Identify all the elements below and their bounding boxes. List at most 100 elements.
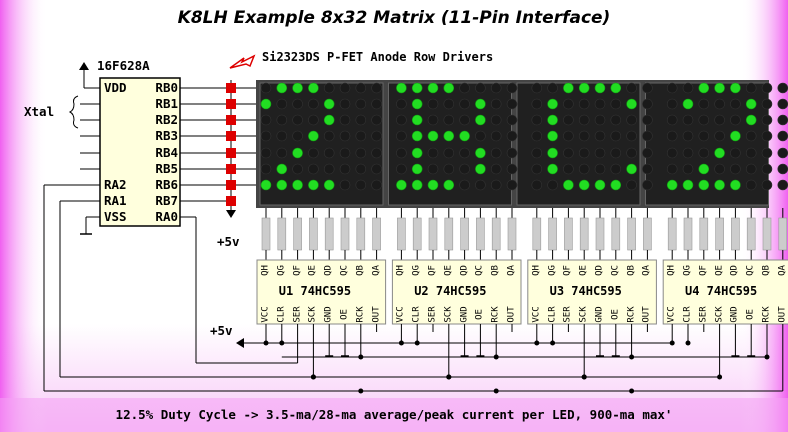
led-off bbox=[714, 130, 725, 142]
led-off bbox=[610, 147, 622, 159]
pic-pin-rb7: RB7 bbox=[155, 193, 178, 208]
junction bbox=[493, 388, 499, 394]
row-driver-fet bbox=[226, 196, 236, 206]
led-off bbox=[292, 130, 303, 142]
column-resistor bbox=[428, 217, 438, 251]
sr-pin-label: SER bbox=[427, 306, 438, 323]
led-off bbox=[642, 179, 653, 191]
sr-pin-label: QG bbox=[682, 265, 693, 276]
footer-note: 12.5% Duty Cycle -> 3.5-ma/28-ma average… bbox=[115, 407, 673, 422]
sr-pin-label: QD bbox=[729, 265, 740, 276]
row-driver-fet bbox=[226, 99, 236, 109]
led-off bbox=[730, 147, 741, 159]
column-resistor bbox=[412, 217, 422, 251]
sr-pin-label: QB bbox=[761, 265, 772, 276]
sr-pin-label: SCK bbox=[443, 306, 454, 323]
led-off bbox=[745, 130, 757, 142]
sr-pin-label: QG bbox=[547, 265, 558, 276]
led-on bbox=[682, 98, 694, 110]
led-off bbox=[563, 163, 574, 175]
led-off bbox=[682, 130, 694, 142]
led-off bbox=[506, 98, 518, 110]
led-off bbox=[761, 114, 773, 126]
led-off bbox=[642, 82, 653, 94]
led-off bbox=[292, 163, 303, 175]
sr-pin-label: RCK bbox=[761, 306, 772, 323]
led-off bbox=[355, 163, 367, 175]
pic-pin-rb4: RB4 bbox=[155, 145, 178, 160]
column-resistor bbox=[762, 217, 772, 251]
led-off bbox=[777, 147, 788, 159]
shift-register-chip bbox=[256, 259, 387, 325]
footer-band bbox=[0, 398, 788, 432]
sr-pin-label: CLR bbox=[682, 306, 693, 323]
led-off bbox=[371, 179, 382, 191]
led-on bbox=[411, 114, 423, 126]
sr-pin-label: QA bbox=[371, 265, 382, 276]
sr-pin-label: QF bbox=[698, 265, 709, 276]
led-off bbox=[745, 163, 757, 175]
pic-pin-rb1: RB1 bbox=[155, 96, 178, 111]
column-resistor bbox=[372, 217, 381, 251]
led-on bbox=[730, 130, 741, 142]
sr-pin-label: SER bbox=[292, 306, 303, 323]
led-off bbox=[490, 179, 502, 191]
led-off bbox=[506, 163, 518, 175]
led-off bbox=[777, 98, 788, 110]
led-on bbox=[626, 163, 637, 175]
led-off bbox=[308, 114, 319, 126]
led-off bbox=[682, 163, 694, 175]
led-off bbox=[777, 130, 788, 142]
sr-pin-label: QA bbox=[506, 265, 517, 276]
sr-pin-label: RCK bbox=[626, 306, 637, 323]
sr-pin-label: QF bbox=[292, 265, 303, 276]
led-off bbox=[578, 98, 590, 110]
led-off bbox=[666, 98, 678, 110]
led-on bbox=[714, 82, 725, 94]
led-off bbox=[610, 163, 622, 175]
led-off bbox=[682, 114, 694, 126]
led-off bbox=[714, 98, 725, 110]
led-off bbox=[777, 82, 788, 94]
led-off bbox=[745, 179, 757, 191]
led-on bbox=[745, 98, 757, 110]
sr-pin-label: QH bbox=[395, 265, 406, 276]
led-off bbox=[459, 179, 470, 191]
led-off bbox=[396, 163, 407, 175]
column-resistor bbox=[715, 217, 724, 251]
led-off bbox=[260, 130, 272, 142]
led-off bbox=[626, 82, 637, 94]
sr-pin-label: QD bbox=[594, 265, 605, 276]
led-on bbox=[698, 82, 710, 94]
led-on bbox=[427, 130, 439, 142]
led-off bbox=[339, 179, 351, 191]
led-on bbox=[411, 163, 423, 175]
xtal-label: Xtal bbox=[24, 104, 55, 119]
shift-register-name: U4 74HC595 bbox=[685, 284, 758, 298]
led-off bbox=[642, 114, 653, 126]
led-off bbox=[490, 82, 502, 94]
sr-pin-label: QH bbox=[666, 265, 677, 276]
led-on bbox=[427, 82, 439, 94]
sr-pin-label: OUT bbox=[641, 306, 652, 323]
led-off bbox=[443, 114, 455, 126]
led-on bbox=[276, 179, 288, 191]
pic-pin-ra1: RA1 bbox=[104, 193, 127, 208]
led-off bbox=[578, 130, 590, 142]
led-off bbox=[355, 130, 367, 142]
led-on bbox=[396, 179, 407, 191]
led-off bbox=[730, 98, 741, 110]
led-off bbox=[459, 163, 470, 175]
led-off bbox=[642, 130, 653, 142]
led-off bbox=[506, 179, 518, 191]
led-on bbox=[626, 98, 637, 110]
sr-pin-label: QC bbox=[474, 265, 485, 276]
led-on bbox=[610, 82, 622, 94]
led-on bbox=[698, 163, 710, 175]
shift-register-chip bbox=[391, 259, 522, 325]
led-on bbox=[714, 147, 725, 159]
sr-pin-label: VCC bbox=[666, 306, 677, 323]
led-on bbox=[610, 179, 622, 191]
led-off bbox=[355, 114, 367, 126]
